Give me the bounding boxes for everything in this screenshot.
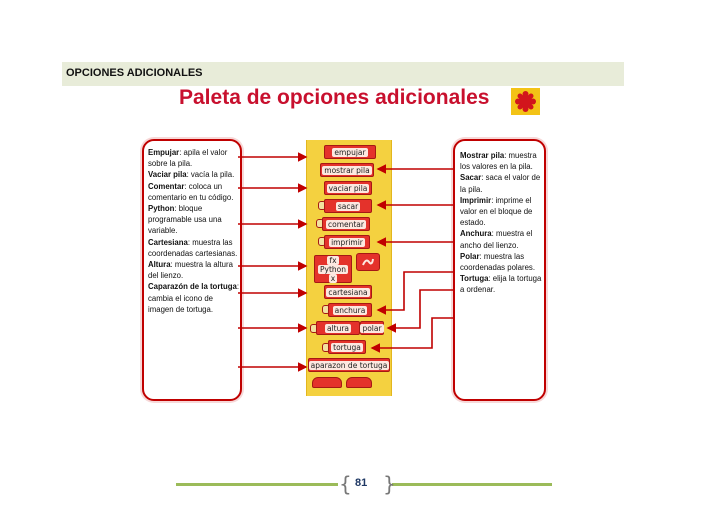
description-text: : cambia el icono de imagen de tortuga.: [148, 282, 239, 314]
description-entry: Cartesiana: muestra las coordenadas cart…: [148, 237, 240, 259]
block-label: fx: [327, 255, 339, 265]
description-text: : elija la tortuga a ordenar.: [460, 274, 542, 295]
block-start-hat[interactable]: [312, 377, 342, 388]
block-label: Python: [318, 264, 348, 274]
description-term: Imprimir: [460, 195, 492, 205]
description-text: : saca el valor de la pila.: [460, 173, 541, 194]
description-term: Empujar: [148, 148, 180, 157]
block-imprimir[interactable]: imprimir: [324, 235, 370, 249]
block-label: imprimir: [329, 237, 365, 247]
section-header-bar: [62, 62, 624, 86]
block-label: altura: [324, 323, 352, 333]
block-mostrar-pila[interactable]: mostrar pila: [320, 163, 374, 177]
footer-line-right: [392, 483, 552, 486]
description-text: : apila el valor sobre la pila.: [148, 148, 228, 169]
description-text: : muestra las coordenadas cartesianas.: [148, 237, 238, 258]
arrow-polar: [386, 289, 453, 333]
description-entry: Mostrar pila: muestra los valores en la …: [460, 150, 544, 172]
block-label: anchura: [332, 305, 368, 315]
section-title: OPCIONES ADICIONALES: [66, 67, 203, 79]
block-vaciar-pila[interactable]: vaciar pila: [324, 181, 372, 195]
description-term: Python: [148, 204, 175, 214]
description-entry: Comentar: coloca un comentario en tu cód…: [148, 181, 240, 203]
description-entry: Empujar: apila el valor sobre la pila.: [148, 147, 240, 169]
block-comentar[interactable]: comentar: [322, 217, 370, 231]
block-tortuga[interactable]: tortuga: [328, 340, 366, 354]
description-term: Sacar: [460, 173, 482, 183]
description-term: Caparazón de la tortuga: [148, 282, 237, 292]
description-text: : muestra el ancho del lienzo.: [460, 229, 533, 250]
description-text: : imprime el valor en el bloque de estad…: [460, 195, 533, 228]
block-label: cartesiana: [326, 287, 370, 297]
block-label: x: [328, 273, 338, 283]
description-text: : muestra las coordenadas polares.: [460, 251, 535, 273]
block-cartesiana[interactable]: cartesiana: [324, 285, 372, 299]
block-sacar[interactable]: sacar: [324, 199, 372, 213]
description-term: Vaciar pila: [148, 170, 187, 180]
block-python[interactable]: fx Python x: [314, 255, 352, 283]
python-snake-icon[interactable]: [356, 253, 380, 271]
right-description-panel: [453, 139, 546, 401]
description-entry: Caparazón de la tortuga: cambia el icono…: [148, 281, 240, 315]
block-label: empujar: [332, 147, 368, 157]
description-entry: Sacar: saca el valor de la pila.: [460, 172, 544, 194]
block-label: polar: [360, 323, 384, 333]
block-label: vaciar pila: [326, 183, 370, 193]
block-altura[interactable]: altura: [316, 321, 360, 335]
description-entry: Tortuga: elija la tortuga a ordenar.: [460, 273, 544, 295]
footer-bracket-left: {: [339, 472, 352, 496]
description-term: Tortuga: [460, 274, 489, 284]
description-entry: Imprimir: imprime el valor en el bloque …: [460, 195, 544, 229]
block-polar[interactable]: polar: [360, 321, 384, 335]
description-text: : muestra la altura del lienzo.: [148, 260, 233, 281]
description-entry: Vaciar pila: vacía la pila.: [148, 169, 240, 180]
description-entry: Polar: muestra las coordenadas polares.: [460, 251, 544, 273]
description-entry: Python: bloque programable usa una varia…: [148, 203, 240, 237]
block-start-hat[interactable]: [346, 377, 372, 388]
footer-bracket-right: }: [383, 472, 396, 496]
block-label: mostrar pila: [322, 165, 372, 175]
description-text: : coloca un comentario en tu código.: [148, 181, 234, 202]
block-anchura[interactable]: anchura: [328, 303, 372, 317]
left-description-panel: [142, 139, 242, 401]
block-label: aparazon de tortuga: [308, 360, 390, 370]
right-description-list: Mostrar pila: muestra los valores en la …: [460, 150, 544, 296]
block-label: tortuga: [331, 342, 363, 352]
arrow-anchura: [376, 271, 453, 315]
arrow-tortuga: [370, 317, 453, 353]
description-entry: Altura: muestra la altura del lienzo.: [148, 259, 240, 281]
block-empujar[interactable]: empujar: [324, 145, 376, 159]
left-description-list: Empujar: apila el valor sobre la pila.Va…: [148, 147, 240, 315]
footer-line-left: [176, 483, 338, 486]
description-term: Anchura: [460, 229, 492, 239]
block-label: sacar: [335, 201, 361, 211]
description-text: : vacía la pila.: [186, 170, 235, 180]
description-term: Comentar: [148, 181, 185, 191]
block-label: comentar: [325, 219, 366, 229]
flower-icon: [511, 88, 540, 115]
description-term: Altura: [148, 260, 171, 270]
description-text: : muestra los valores en la pila.: [460, 151, 537, 172]
description-text: : bloque programable usa una variable.: [148, 204, 222, 236]
description-term: Cartesiana: [148, 237, 188, 247]
description-term: Mostrar pila: [460, 151, 505, 160]
page-number: 81: [355, 477, 368, 489]
palette-title: Paleta de opciones adicionales: [179, 86, 490, 109]
block-caparazon-tortuga[interactable]: aparazon de tortuga: [308, 358, 390, 372]
description-entry: Anchura: muestra el ancho del lienzo.: [460, 228, 544, 250]
description-term: Polar: [460, 251, 480, 261]
